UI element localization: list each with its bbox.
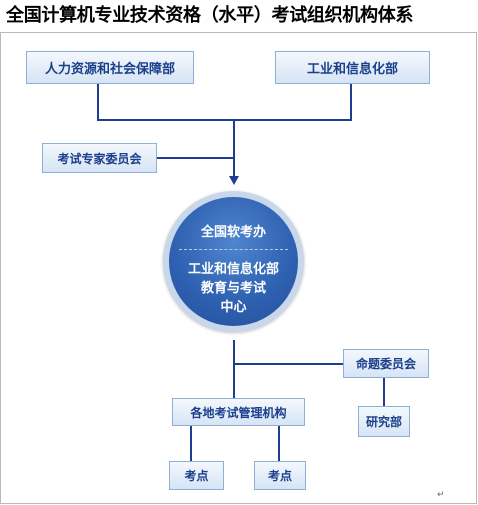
center-label-line4: 中心: [220, 300, 247, 315]
connector-right-vertical: [350, 84, 352, 120]
connector-research-vertical: [383, 378, 385, 406]
paragraph-mark: ↵: [437, 490, 445, 500]
connector-center-vertical: [233, 119, 235, 177]
node-expert-committee: 考试专家委员会: [42, 143, 157, 173]
connector-site2-vertical: [278, 425, 280, 461]
center-label-line3: 教育与考试: [200, 281, 266, 296]
page-title: 全国计算机专业技术资格（水平）考试组织机构体系: [6, 5, 414, 26]
node-exam-site-2: 考点: [254, 461, 306, 490]
node-exam-site-1: 考点: [169, 461, 224, 490]
node-research-dept: 研究部: [358, 406, 410, 437]
connector-site1-vertical: [190, 425, 192, 461]
center-divider: [179, 249, 288, 250]
center-label-line2: 工业和信息化部: [187, 262, 279, 277]
node-mohrss: 人力资源和社会保障部: [26, 51, 194, 84]
connector-proposition-horizontal: [233, 363, 343, 365]
connector-lower-vertical: [233, 340, 235, 398]
node-proposition-committee: 命题委员会: [343, 349, 429, 378]
node-local-admin: 各地考试管理机构: [172, 398, 305, 426]
connector-expert-horizontal: [157, 157, 234, 159]
center-circle: 全国软考办 工业和信息化部 教育与考试 中心: [169, 197, 298, 326]
node-miit: 工业和信息化部: [275, 51, 430, 84]
connector-left-vertical: [97, 84, 99, 120]
connector-top-horizontal: [97, 119, 352, 121]
center-label-office: 全国软考办: [200, 225, 266, 240]
arrowhead-down: [229, 176, 239, 185]
